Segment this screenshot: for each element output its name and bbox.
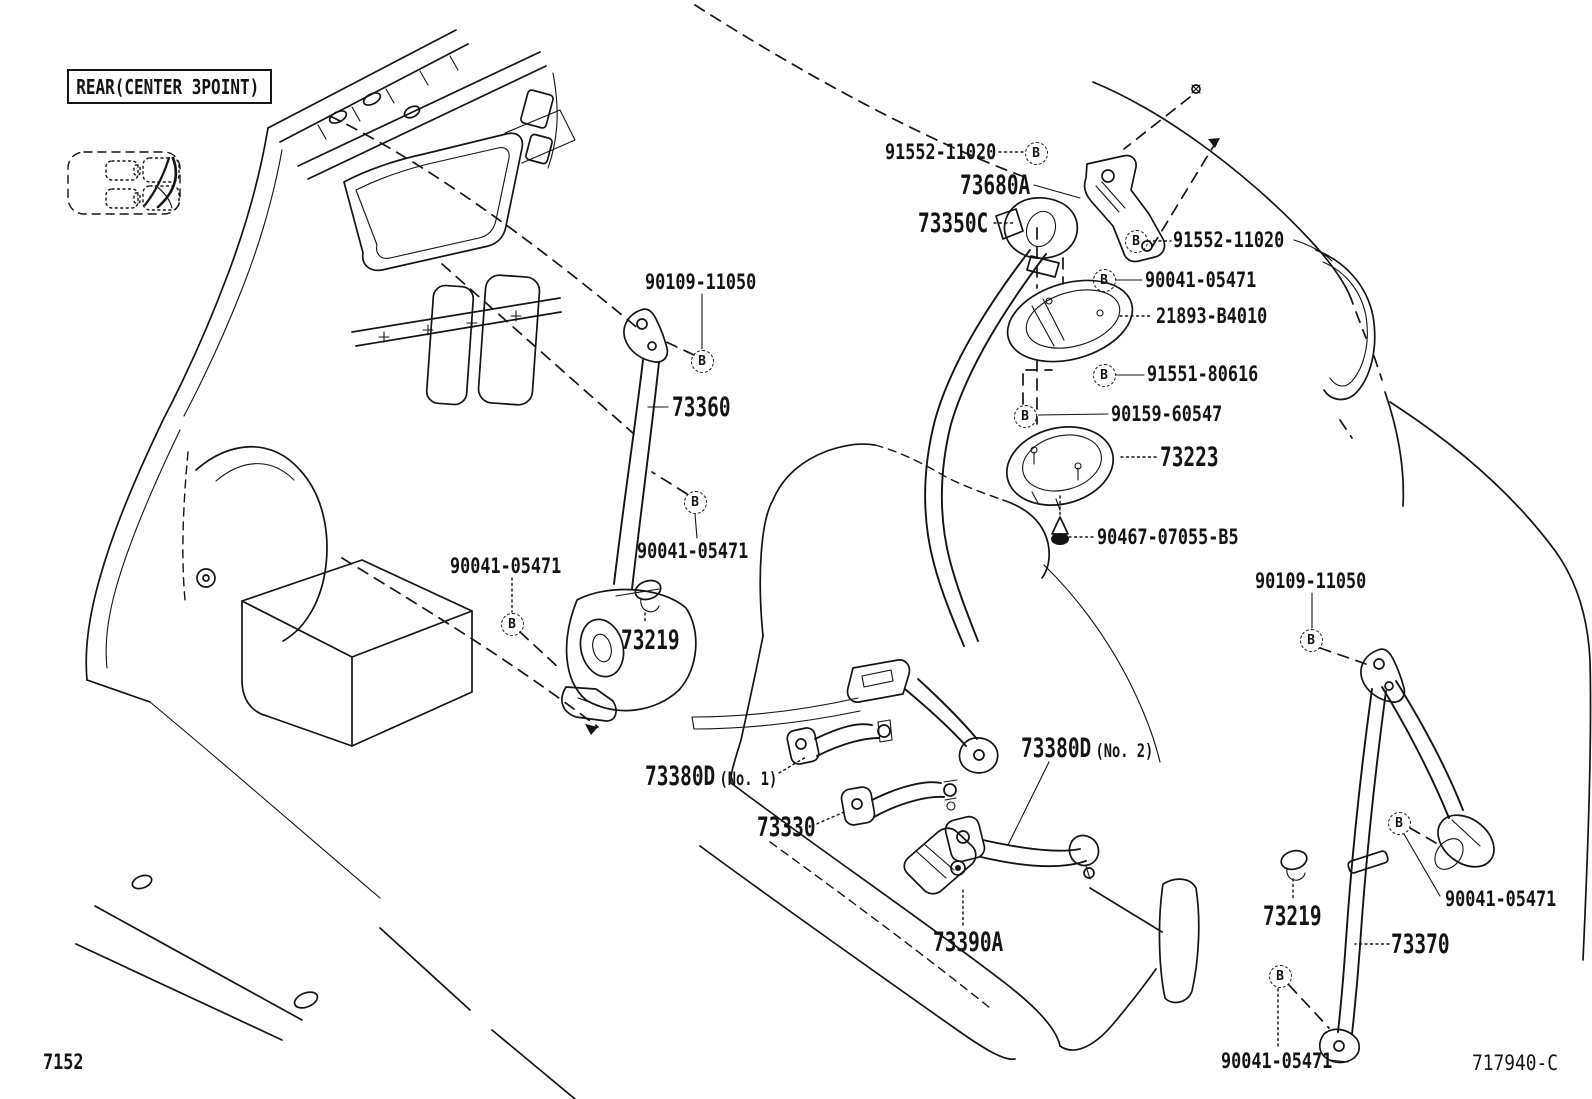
leader-lines — [511, 151, 1441, 1047]
diagram-title: REAR(CENTER 3POINT) — [76, 74, 260, 99]
part-label-73390a: 73390A — [933, 929, 1003, 956]
part-number: 73350C — [918, 208, 989, 239]
part-label-90041-05471: 90041-05471 — [1221, 1051, 1332, 1072]
fastener-marker-b: B — [1387, 811, 1411, 835]
part-number: 90041-05471 — [1145, 268, 1257, 292]
part-number: 73380D — [645, 761, 716, 792]
part-label-73219: 73219 — [1263, 903, 1322, 930]
part-number: 90041-05471 — [450, 554, 562, 578]
part-label-90041-05471: 90041-05471 — [1145, 270, 1256, 291]
fastener-marker-b: B — [690, 349, 714, 373]
part-label-90467-07055-b5: 90467-07055-B5 — [1097, 527, 1239, 548]
part-label-73370: 73370 — [1391, 931, 1450, 958]
part-number: 90109-11050 — [1255, 569, 1367, 593]
diagram-title-box: REAR(CENTER 3POINT) — [67, 69, 272, 104]
part-label-90041-05471: 90041-05471 — [637, 541, 748, 562]
part-number: 73360 — [672, 392, 731, 423]
part-label-90109-11050: 90109-11050 — [1255, 571, 1366, 592]
part-number: 91552-11020 — [1173, 228, 1285, 252]
part-number: 73219 — [621, 625, 680, 656]
part-label-73219: 73219 — [621, 627, 680, 654]
part-number: 73219 — [1263, 901, 1322, 932]
part-label-90109-11050: 90109-11050 — [645, 272, 756, 293]
part-number: 21893-B4010 — [1156, 304, 1268, 328]
fastener-marker-b: B — [1024, 141, 1048, 165]
part-label-73360: 73360 — [672, 394, 731, 421]
part-number: 90041-05471 — [1445, 887, 1557, 911]
fastener-marker-b: B — [683, 490, 707, 514]
part-number: 73380D — [1021, 733, 1092, 764]
page-number: 7152 — [43, 1050, 84, 1074]
part-label-91552-11020: 91552-11020 — [885, 142, 996, 163]
fastener-marker-b: B — [1092, 268, 1116, 292]
part-number: 73223 — [1160, 442, 1219, 473]
part-number: 73390A — [933, 927, 1004, 958]
part-number-qualifier: (No. 1) — [719, 768, 778, 790]
part-label-91551-80616: 91551-80616 — [1147, 364, 1258, 385]
fastener-marker-b: B — [1299, 628, 1323, 652]
part-number: 90041-05471 — [1221, 1049, 1333, 1073]
part-number: 90159-60547 — [1111, 402, 1223, 426]
assembly-dashed-lines — [329, 4, 1437, 1029]
part-label-73350c: 73350C — [918, 210, 988, 237]
right-body-structure-illustration — [1092, 81, 1592, 961]
part-number: 73370 — [1391, 929, 1450, 960]
fastener-marker-b: B — [1124, 229, 1148, 253]
part-number-qualifier: (No. 2) — [1095, 740, 1154, 762]
vehicle-seating-layout-icon — [67, 151, 181, 215]
arrowheads — [585, 138, 1220, 735]
part-label-90159-60547: 90159-60547 — [1111, 404, 1222, 425]
left-body-structure-illustration — [75, 29, 576, 1099]
part-number: 90109-11050 — [645, 270, 757, 294]
part-label-91552-11020: 91552-11020 — [1173, 230, 1284, 251]
part-label-73330: 73330 — [757, 814, 816, 841]
part-number: 73680A — [960, 170, 1031, 201]
part-number: 73330 — [757, 812, 816, 843]
fastener-marker-b: B — [1013, 404, 1037, 428]
fastener-marker-b: B — [1268, 964, 1292, 988]
part-label-90041-05471: 90041-05471 — [1445, 889, 1556, 910]
part-number: 90041-05471 — [637, 539, 749, 563]
fastener-marker-b: B — [500, 612, 524, 636]
seatbelt-parts-illustration — [561, 154, 1495, 1064]
part-number: 91552-11020 — [885, 140, 997, 164]
rear-seat-illustration — [691, 443, 1200, 1061]
part-label-73380d: 73380D(No. 2) — [1021, 735, 1153, 762]
part-label-73223: 73223 — [1160, 444, 1219, 471]
part-number: 91551-80616 — [1147, 362, 1259, 386]
part-label-73680a: 73680A — [960, 172, 1030, 199]
part-label-21893-b4010: 21893-B4010 — [1156, 306, 1267, 327]
part-number: 90467-07055-B5 — [1097, 525, 1239, 549]
part-label-73380d: 73380D(No. 1) — [645, 763, 777, 790]
drawing-number: 717940-C — [1472, 1051, 1558, 1075]
part-label-90041-05471: 90041-05471 — [450, 556, 561, 577]
fastener-marker-b: B — [1092, 363, 1116, 387]
